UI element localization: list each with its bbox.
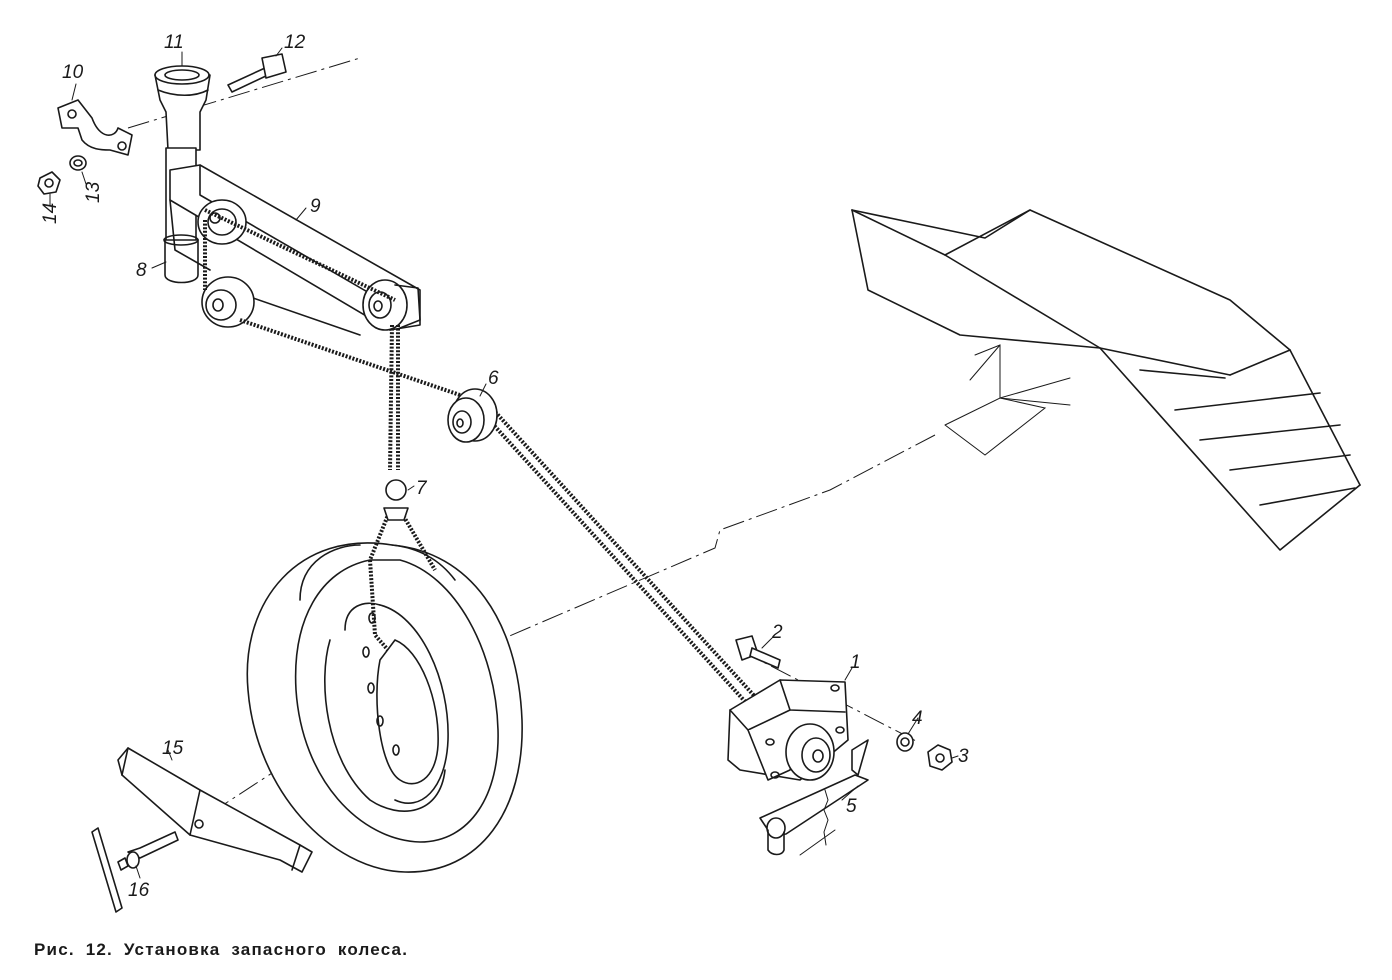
callout-13: 13 — [83, 181, 104, 203]
callout-3: 3 — [958, 746, 969, 767]
callout-labels: 11 12 10 13 14 8 9 6 7 1 2 4 3 5 15 16 — [40, 32, 969, 901]
callout-5: 5 — [846, 796, 857, 817]
figure-caption: Рис. 12. Установка запасного колеса. — [34, 940, 409, 959]
callout-15: 15 — [162, 738, 184, 759]
callout-16: 16 — [128, 880, 150, 901]
callout-14: 14 — [40, 203, 61, 224]
clamp-fasteners — [37, 53, 287, 195]
callout-1: 1 — [850, 652, 861, 673]
spare-wheel — [246, 542, 523, 873]
callout-8: 8 — [136, 260, 147, 281]
callout-4: 4 — [912, 708, 923, 729]
winch-cable — [203, 208, 792, 742]
winch-assembly — [727, 635, 953, 856]
tire-lever-15 — [117, 747, 313, 873]
callout-2: 2 — [771, 622, 783, 643]
callout-10: 10 — [62, 62, 84, 83]
hook-7 — [383, 479, 409, 521]
pulley-6 — [447, 388, 498, 443]
callout-11: 11 — [164, 32, 184, 53]
callout-9: 9 — [310, 196, 321, 217]
t-wrench-16 — [91, 827, 179, 913]
callout-leaders — [49, 47, 959, 879]
callout-7: 7 — [416, 478, 428, 499]
callout-12: 12 — [284, 32, 306, 53]
vehicle-frame — [851, 209, 1361, 551]
callout-6: 6 — [488, 368, 499, 389]
bracket-arm-assembly — [154, 65, 421, 336]
